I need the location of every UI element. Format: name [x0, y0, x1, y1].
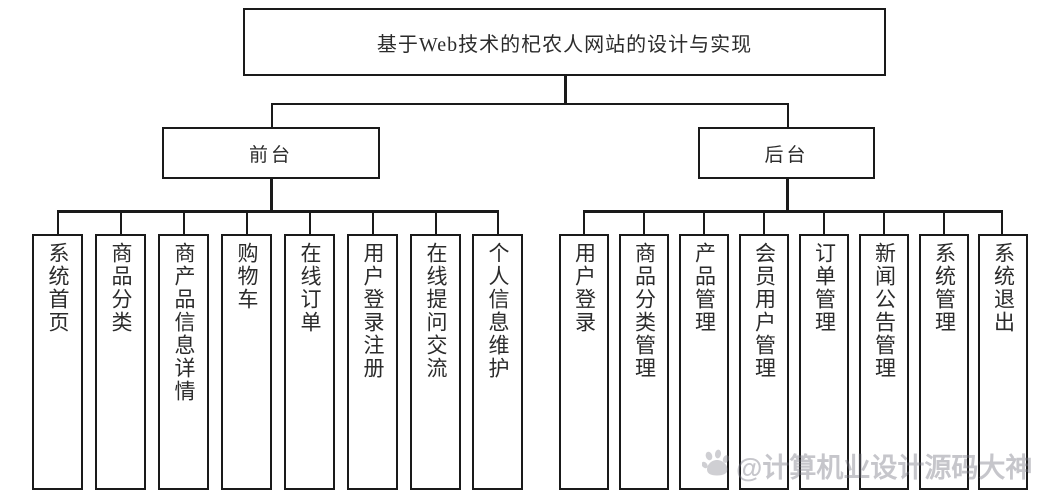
leaf-node-backend-1: 用户登录: [559, 234, 609, 490]
connector-frontend-bus: [58, 210, 499, 213]
leaf-backend-7-label: 系统管理: [932, 242, 957, 334]
root-node-label: 基于Web技术的杞农人网站的设计与实现: [376, 33, 753, 56]
leaf-node-frontend-3: 商产品信息详情: [158, 234, 209, 490]
connector-frontend-drop-3: [183, 210, 185, 235]
leaf-node-backend-5: 订单管理: [799, 234, 849, 490]
connector-level2-drop-left: [271, 103, 273, 128]
connector-backend-drop-1: [583, 210, 585, 235]
leaf-node-backend-2: 商品分类管理: [619, 234, 669, 490]
leaf-frontend-7-label: 在线提问交流: [423, 242, 448, 380]
leaf-backend-8-label: 系统退出: [991, 242, 1016, 334]
level2-frontend-label: 前台: [248, 144, 293, 166]
level2-node-backend: 后台: [698, 127, 875, 179]
connector-frontend-stem: [270, 178, 273, 211]
leaf-node-frontend-1: 系统首页: [32, 234, 83, 490]
leaf-node-frontend-2: 商品分类: [95, 234, 146, 490]
leaf-backend-5-label: 订单管理: [812, 242, 837, 334]
leaf-backend-1-label: 用户登录: [572, 242, 597, 334]
leaf-frontend-4-label: 购物车: [234, 242, 259, 311]
root-node-title: 基于Web技术的杞农人网站的设计与实现: [243, 8, 886, 76]
leaf-node-frontend-5: 在线订单: [284, 234, 335, 490]
leaf-node-frontend-6: 用户登录注册: [347, 234, 398, 490]
leaf-backend-3-label: 产品管理: [692, 242, 717, 334]
leaf-node-frontend-4: 购物车: [221, 234, 272, 490]
leaf-backend-2-label: 商品分类管理: [632, 242, 657, 380]
leaf-frontend-3-label: 商产品信息详情: [171, 242, 196, 403]
connector-frontend-drop-4: [246, 210, 248, 235]
level2-node-frontend: 前台: [162, 127, 380, 179]
connector-frontend-drop-6: [372, 210, 374, 235]
leaf-node-backend-8: 系统退出: [978, 234, 1028, 490]
connector-backend-drop-4: [763, 210, 765, 235]
leaf-frontend-6-label: 用户登录注册: [360, 242, 385, 380]
connector-level2-bus: [271, 103, 789, 105]
leaf-frontend-2-label: 商品分类: [108, 242, 133, 334]
leaf-node-frontend-8: 个人信息维护: [472, 234, 523, 490]
leaf-frontend-5-label: 在线订单: [297, 242, 322, 334]
connector-backend-drop-6: [883, 210, 885, 235]
leaf-node-backend-7: 系统管理: [919, 234, 969, 490]
leaf-node-frontend-7: 在线提问交流: [410, 234, 461, 490]
leaf-backend-6-label: 新闻公告管理: [872, 242, 897, 380]
connector-frontend-drop-1: [57, 210, 59, 235]
connector-frontend-drop-2: [120, 210, 122, 235]
connector-backend-drop-8: [1001, 210, 1003, 235]
connector-level2-drop-right: [787, 103, 789, 128]
connector-backend-bus: [583, 210, 1003, 213]
leaf-node-backend-3: 产品管理: [679, 234, 729, 490]
connector-backend-stem: [786, 178, 789, 211]
connector-frontend-drop-8: [497, 210, 499, 235]
connector-frontend-drop-7: [435, 210, 437, 235]
leaf-frontend-1-label: 系统首页: [45, 242, 70, 334]
connector-backend-drop-2: [643, 210, 645, 235]
leaf-backend-4-label: 会员用户管理: [752, 242, 777, 380]
connector-backend-drop-3: [703, 210, 705, 235]
leaf-node-backend-4: 会员用户管理: [739, 234, 789, 490]
connector-frontend-drop-5: [309, 210, 311, 235]
connector-root-stem: [564, 76, 567, 104]
connector-backend-drop-7: [943, 210, 945, 235]
level2-backend-label: 后台: [764, 144, 809, 166]
leaf-node-backend-6: 新闻公告管理: [859, 234, 909, 490]
leaf-frontend-8-label: 个人信息维护: [485, 242, 510, 380]
connector-backend-drop-5: [823, 210, 825, 235]
